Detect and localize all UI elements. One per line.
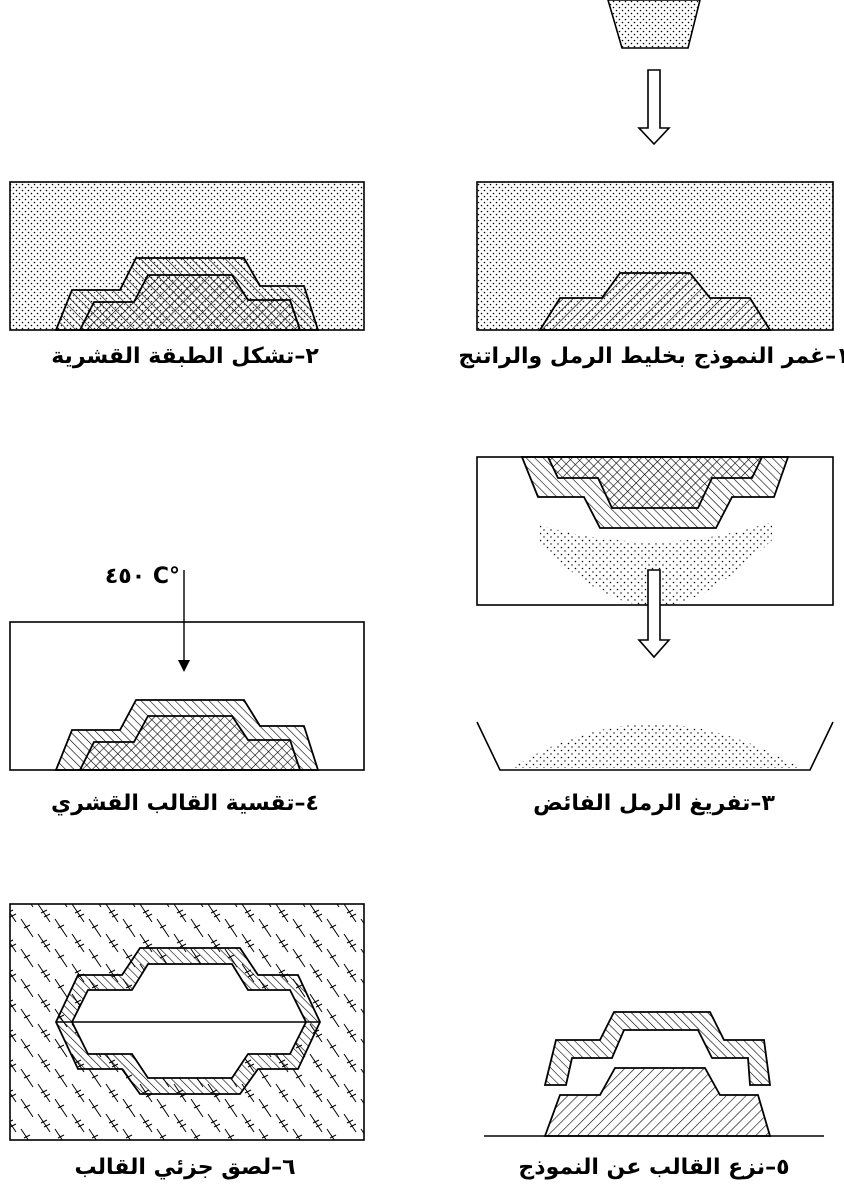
temperature-label: °C ٤٥٠ xyxy=(105,564,180,589)
step-3-excess-sand-removal: ٣–تفريغ الرمل الفائض xyxy=(476,456,834,816)
step-1-caption: ١–غمر النموذج بخليط الرمل والراتنج xyxy=(458,344,844,369)
step-2-caption: ٢–تشكل الطبقة القشرية xyxy=(51,344,319,369)
step-6-join-halves: ٦–لصق جزئي القالب xyxy=(9,903,365,1180)
metal-pattern xyxy=(78,274,302,331)
step-4-caption: ٤–تقسية القالب القشري xyxy=(51,791,319,816)
step-5-caption: ٥–نزع القالب عن النموذج xyxy=(518,1155,789,1180)
step-6-caption: ٦–لصق جزئي القالب xyxy=(74,1155,295,1180)
metal-pattern xyxy=(538,272,772,331)
step-4-shell-curing: °C ٤٥٠ ٤–تقسية القالب القشري xyxy=(9,564,365,816)
sand-hopper xyxy=(607,0,701,49)
metal-pattern xyxy=(543,1067,772,1137)
step-2-shell-forming: ٢–تشكل الطبقة القشرية xyxy=(9,181,365,369)
heat-arrow-icon xyxy=(178,660,190,672)
step-1-dip-pattern: ١–غمر النموذج بخليط الرمل والراتنج xyxy=(458,0,844,369)
down-arrow-icon xyxy=(637,569,671,659)
collection-tray xyxy=(476,721,834,771)
shell-half xyxy=(543,1011,772,1086)
falling-sand xyxy=(540,522,772,606)
step-5-strip-shell: ٥–نزع القالب عن النموذج xyxy=(484,1011,824,1180)
metal-pattern xyxy=(546,456,764,509)
step-3-caption: ٣–تفريغ الرمل الفائض xyxy=(533,791,775,816)
metal-pattern xyxy=(78,715,302,771)
down-arrow-icon xyxy=(637,69,671,146)
sand-pile xyxy=(512,724,800,768)
